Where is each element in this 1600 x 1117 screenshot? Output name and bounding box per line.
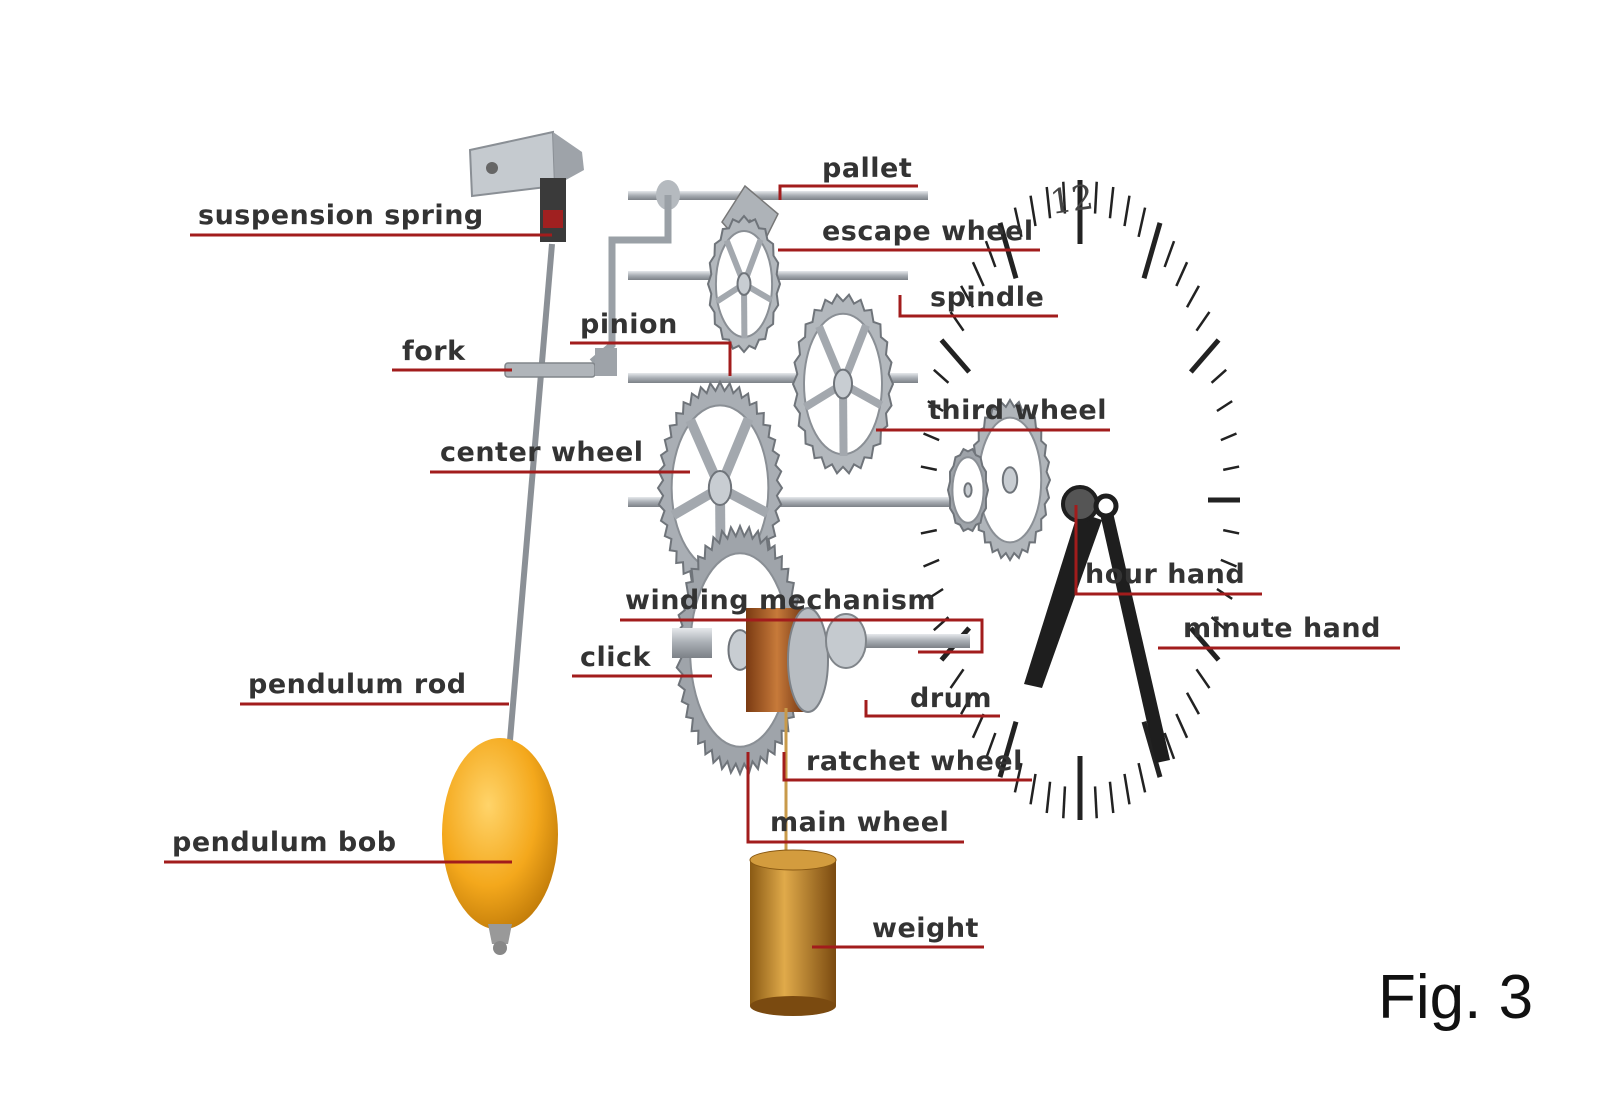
suspension-bracket — [470, 132, 584, 242]
label-ratchet-wheel: ratchet wheel — [806, 747, 1023, 777]
dial-tick — [1176, 714, 1187, 738]
label-fork: fork — [402, 337, 466, 367]
dial-tick — [1221, 433, 1237, 440]
label-drum: drum — [910, 684, 992, 714]
label-minute-hand: minute hand — [1183, 614, 1381, 644]
label-pendulum-rod: pendulum rod — [248, 670, 467, 700]
weight-cylinder — [750, 850, 836, 1016]
dial-tick — [921, 530, 937, 533]
dial-tick — [1187, 693, 1199, 714]
hour-pinion-gear — [948, 449, 988, 531]
third-wheel-gear — [793, 295, 893, 474]
dial-tick — [1139, 208, 1146, 237]
escape-wheel-gear — [708, 216, 780, 352]
dial-tick — [1124, 196, 1129, 226]
dial-tick — [923, 433, 939, 440]
clock-hands — [1024, 487, 1170, 763]
dial-numeral-12: 12 — [1048, 177, 1096, 223]
dial-tick — [1223, 467, 1239, 470]
pendulum-rod-shape — [509, 244, 552, 752]
label-winding-mechanism: winding mechanism — [625, 586, 936, 616]
dial-tick — [1144, 223, 1160, 278]
label-main-wheel: main wheel — [770, 808, 949, 838]
label-weight: weight — [872, 914, 979, 944]
bob-nut — [488, 924, 512, 955]
pendulum-bob-shape — [442, 738, 558, 930]
dial-tick — [923, 560, 939, 567]
figure-caption: Fig. 3 — [1378, 962, 1533, 1033]
dial-tick — [1187, 286, 1199, 307]
dial-tick — [1124, 774, 1129, 804]
label-center-wheel: center wheel — [440, 438, 644, 468]
label-third-wheel: third wheel — [928, 396, 1107, 426]
dial-tick — [1165, 241, 1174, 267]
dial-tick — [1196, 312, 1209, 331]
label-click: click — [580, 643, 651, 673]
dial-tick — [1139, 763, 1146, 792]
label-suspension-spring: suspension spring — [198, 201, 484, 231]
dial-tick — [1223, 530, 1239, 533]
dial-tick — [1095, 182, 1097, 214]
dial-tick — [941, 340, 969, 372]
dial-tick — [1110, 187, 1113, 218]
dial-tick — [1047, 782, 1050, 813]
label-escape-wheel: escape wheel — [822, 217, 1034, 247]
dial-tick — [973, 714, 984, 738]
label-pendulum-bob: pendulum bob — [172, 828, 397, 858]
label-pinion: pinion — [580, 310, 678, 340]
dial-tick — [1217, 401, 1232, 411]
label-pallet: pallet — [822, 154, 912, 184]
dial-tick — [1212, 370, 1227, 383]
dial-tick — [1196, 669, 1209, 688]
fork-shape — [505, 348, 617, 377]
label-spindle: spindle — [930, 283, 1044, 313]
dial-tick — [1063, 786, 1065, 818]
dial-tick — [921, 467, 937, 470]
dial-tick — [1191, 340, 1219, 372]
label-hour-hand: hour hand — [1085, 560, 1245, 590]
dial-tick — [934, 370, 949, 383]
minute-hand-shape — [1098, 505, 1170, 763]
dial-tick — [1095, 786, 1097, 818]
dial-tick — [1031, 774, 1036, 804]
dial-tick — [1176, 262, 1187, 286]
dial-tick — [1110, 782, 1113, 813]
